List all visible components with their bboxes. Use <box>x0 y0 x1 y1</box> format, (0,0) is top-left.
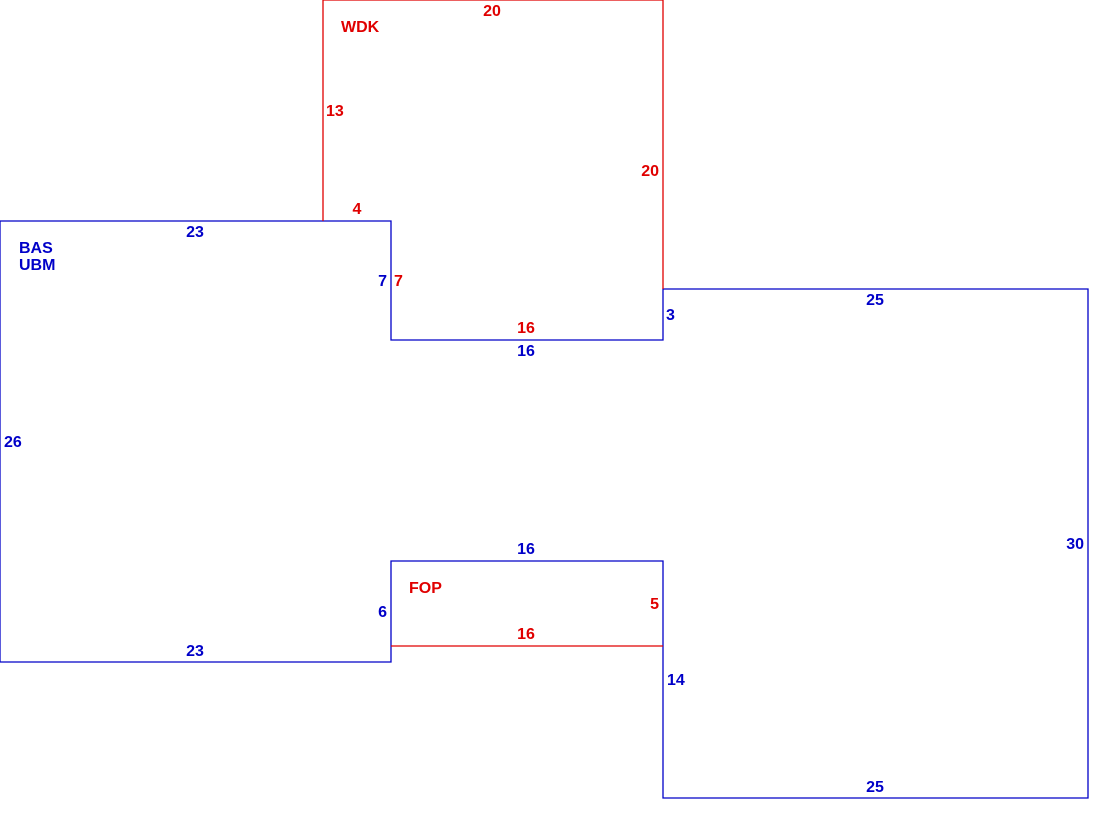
dim-wdk-notch: 7 <box>394 273 403 290</box>
dim-bas-bottom: 23 <box>186 643 204 660</box>
dim-wdk-left: 13 <box>326 103 344 120</box>
bas-outline <box>0 220 1089 799</box>
fop-code-label: FOP <box>409 580 442 597</box>
wdk-outline <box>322 0 664 289</box>
dim-wdk-small: 4 <box>353 201 362 218</box>
dim-bas-step: 3 <box>666 307 675 324</box>
dim-bas-top: 23 <box>186 224 204 241</box>
dim-fop-right: 5 <box>650 596 659 613</box>
dim-wdk-top: 20 <box>483 3 501 20</box>
dim-bas-notch: 7 <box>378 273 387 290</box>
bas-code-label: BAS <box>19 240 53 257</box>
bas-outline-lower <box>0 221 664 663</box>
dim-bas-notch2: 6 <box>378 604 387 621</box>
ubm-code-label: UBM <box>19 257 55 274</box>
wdk-code-label: WDK <box>341 19 380 36</box>
dim-bas-notch-bottom: 16 <box>517 343 535 360</box>
dim-wdk-right: 20 <box>641 163 659 180</box>
dim-bas-notch2-top: 16 <box>517 541 535 558</box>
dim-wdk-bottom: 16 <box>517 320 535 337</box>
dim-fop-bottom: 16 <box>517 626 535 643</box>
dim-bas-bottom-right: 25 <box>866 779 884 796</box>
dim-bas-right: 30 <box>1066 536 1084 553</box>
dim-bas-right-top: 25 <box>866 292 884 309</box>
dim-bas-step2: 14 <box>667 672 685 689</box>
dim-bas-left: 26 <box>4 434 22 451</box>
